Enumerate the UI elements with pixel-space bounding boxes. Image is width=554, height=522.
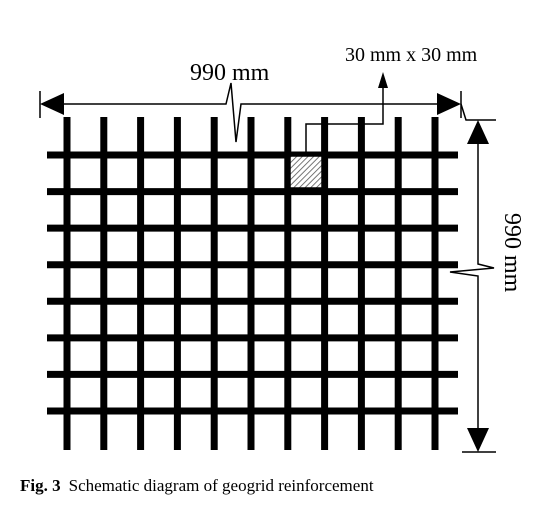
- aperture-leader-line: [305, 86, 384, 156]
- height-arrow-bottom: [467, 428, 489, 452]
- width-arrow-left: [40, 93, 64, 115]
- figure-caption: Fig. 3 Schematic diagram of geogrid reinf…: [20, 476, 540, 496]
- figure-number: Fig. 3: [20, 476, 61, 495]
- height-dimension: [449, 120, 496, 453]
- width-arrow-right: [437, 93, 461, 115]
- height-arrow-top: [467, 120, 489, 144]
- geogrid-ribs: [47, 117, 458, 450]
- highlighted-aperture: [289, 155, 323, 189]
- aperture-size-label: 30 mm x 30 mm: [345, 44, 478, 66]
- width-dimension: [39, 82, 496, 143]
- height-label: 990 mm: [499, 213, 525, 293]
- width-label: 990 mm: [190, 60, 270, 86]
- aperture-leader-arrowhead: [378, 72, 388, 88]
- caption-text: Schematic diagram of geogrid reinforceme…: [68, 476, 374, 495]
